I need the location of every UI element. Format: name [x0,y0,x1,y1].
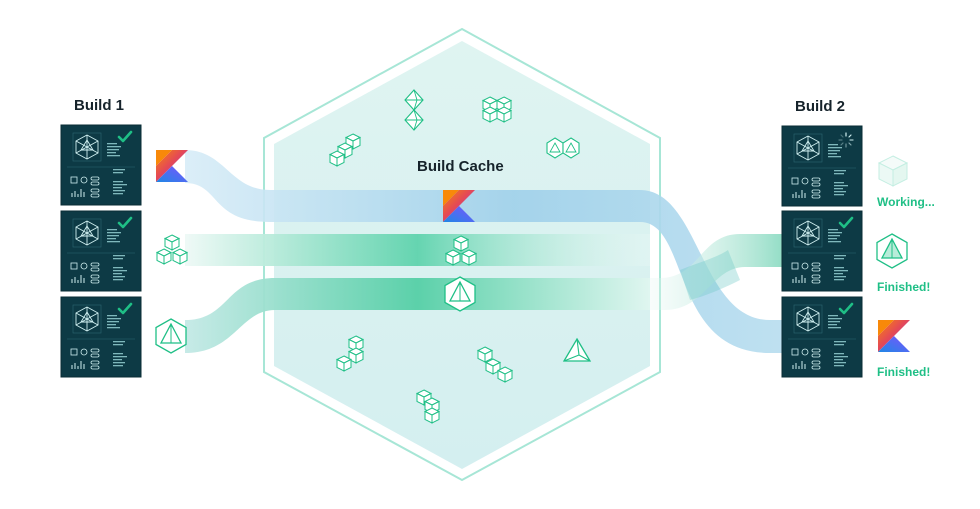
double-hexagon-icon [546,137,580,159]
status-working: Working... [877,195,935,209]
tetrahedron-icon [562,337,592,362]
build2-hexagon-icon [876,233,908,269]
status-finished-1: Finished! [877,280,930,294]
build2-machine-2 [781,210,863,292]
build2-machine-1 [781,125,863,207]
build2-pending-cube-icon [877,155,909,187]
build2-kotlin-icon [878,320,910,352]
flow-cubes-ribbon [185,234,650,266]
flow-kotlin-ribbon [185,150,782,353]
flow-crossing-overlay [680,250,740,300]
cache-title: Build Cache [417,158,504,175]
build2-title: Build 2 [795,98,845,115]
build1-machine-3 [60,296,142,378]
status-finished-2: Finished! [877,365,930,379]
flow-hexagon-ribbon [185,278,650,353]
build1-machine-1 [60,124,142,206]
build2-machine-3 [781,296,863,378]
build1-title: Build 1 [74,97,124,114]
build1-hexagon-icon [155,318,187,354]
build1-kotlin-icon [156,150,188,182]
build1-machine-2 [60,210,142,292]
flow-output-ribbon [650,234,782,310]
spinner-icon [838,132,854,148]
build1-cubes-icon [156,234,188,265]
